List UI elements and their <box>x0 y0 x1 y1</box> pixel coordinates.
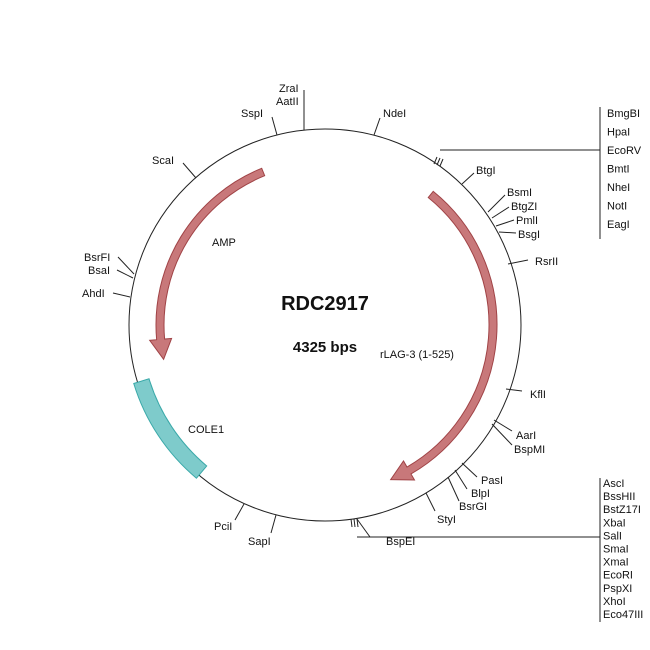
mcs-top-label-bmgbi: BmgBI <box>607 108 640 120</box>
mcs-top-label-eagi: EagI <box>607 219 630 231</box>
site-tick-pcii <box>234 503 245 521</box>
mcs-top-tick-3 <box>439 158 444 167</box>
site-label-pcii: PciI <box>214 521 232 533</box>
site-tick-bsrgi <box>447 476 460 502</box>
site-tick-ahdi <box>112 292 131 298</box>
site-tick-pmli <box>495 219 515 227</box>
site-label-ahdi: AhdI <box>82 288 105 300</box>
site-label-pasi: PasI <box>481 475 503 487</box>
site-tick-bspmi <box>491 423 513 446</box>
mcs-top-labels: BmgBI HpaI EcoRV BmtI NheI NotI EagI <box>607 108 642 231</box>
site-label-styi: StyI <box>437 514 456 526</box>
mcs-top-label-hpai: HpaI <box>607 127 630 139</box>
cole1-label: COLE1 <box>188 424 224 436</box>
mcs-bottom-label-bsshii: BssHII <box>603 491 635 503</box>
mcs-bottom-label-sali: SalI <box>603 530 622 542</box>
cole1-feature <box>133 378 208 479</box>
site-tick-bsrfi <box>117 256 135 275</box>
site-tick-scai <box>182 162 197 179</box>
site-tick-btgi <box>461 172 475 185</box>
plasmid-backbone <box>128 128 522 522</box>
mcs-top-tick-1 <box>433 156 438 165</box>
site-label-btgi: BtgI <box>476 165 496 177</box>
site-label-pmli: PmlI <box>516 215 538 227</box>
site-labels: ZraI AatII SspI NdeI ScaI BtgI BsmI BtgZ… <box>82 83 558 548</box>
site-tick-kfli <box>505 388 523 392</box>
site-tick-bspei <box>356 518 371 538</box>
site-label-bsrgi: BsrGI <box>459 501 487 513</box>
site-label-aatii: AatII <box>276 96 299 108</box>
rlag3-arrow <box>389 190 498 481</box>
site-label-zrai: ZraI <box>279 83 299 95</box>
mcs-top-label-bmti: BmtI <box>607 164 630 176</box>
site-label-aari: AarI <box>516 430 536 442</box>
site-label-sspi: SspI <box>241 108 263 120</box>
mcs-bottom-label-xbai: XbaI <box>603 517 626 529</box>
mcs-bottom-tick-1 <box>350 518 353 528</box>
mcs-top-label-nhei: NheI <box>607 182 630 194</box>
site-tick-bsmi <box>487 194 506 213</box>
site-label-btgzi: BtgZI <box>511 201 537 213</box>
plasmid-size: 4325 bps <box>293 339 357 356</box>
site-label-bsai: BsaI <box>88 265 110 277</box>
site-tick-blpi <box>454 469 468 490</box>
mcs-bottom-tick-3 <box>356 518 359 528</box>
site-tick-ndei <box>373 117 381 136</box>
restriction-sites <box>112 90 601 622</box>
mcs-bottom-tick-2 <box>353 518 356 528</box>
mcs-top-label-noti: NotI <box>607 201 627 213</box>
site-tick-btgzi <box>491 206 510 219</box>
site-tick-sapi <box>270 514 277 534</box>
mcs-top-tick-2 <box>436 157 441 166</box>
site-tick-bsai <box>116 269 134 279</box>
site-label-rsrii: RsrII <box>535 256 558 268</box>
site-label-ndei: NdeI <box>383 108 406 120</box>
amp-arrow <box>148 167 266 361</box>
site-label-bspmi: BspMI <box>514 444 545 456</box>
amp-label: AMP <box>212 237 236 249</box>
mcs-bottom-label-xmai: XmaI <box>603 557 629 569</box>
site-label-kfli: KflI <box>530 389 546 401</box>
site-label-bspei: BspEI <box>386 536 415 548</box>
site-tick-rsrii <box>507 259 529 265</box>
mcs-bottom-label-ecori: EcoRI <box>603 570 633 582</box>
site-tick-pasi <box>461 462 478 478</box>
mcs-bottom-label-smai: SmaI <box>603 544 629 556</box>
site-tick-sspi <box>271 116 278 136</box>
site-tick-styi <box>425 492 436 512</box>
mcs-bottom-label-bstz17i: BstZ17I <box>603 504 641 516</box>
site-label-bsgi: BsgI <box>518 229 540 241</box>
rlag3-label: rLAG-3 (1-525) <box>380 349 454 361</box>
plasmid-name: RDC2917 <box>281 293 369 315</box>
site-tick-bsgi <box>498 231 517 234</box>
mcs-top-label-ecorv: EcoRV <box>607 145 642 157</box>
site-label-bsrfi: BsrFI <box>84 252 110 264</box>
mcs-bottom-label-xhoi: XhoI <box>603 596 626 608</box>
site-label-bsmi: BsmI <box>507 187 532 199</box>
site-label-sapi: SapI <box>248 536 271 548</box>
mcs-bottom-label-pspxi: PspXI <box>603 583 632 595</box>
site-label-blpi: BlpI <box>471 488 490 500</box>
mcs-bottom-label-eco47iii: Eco47III <box>603 609 643 621</box>
site-tick-aari <box>493 419 513 432</box>
site-label-scai: ScaI <box>152 155 174 167</box>
mcs-bottom-label-asci: AscI <box>603 478 624 490</box>
